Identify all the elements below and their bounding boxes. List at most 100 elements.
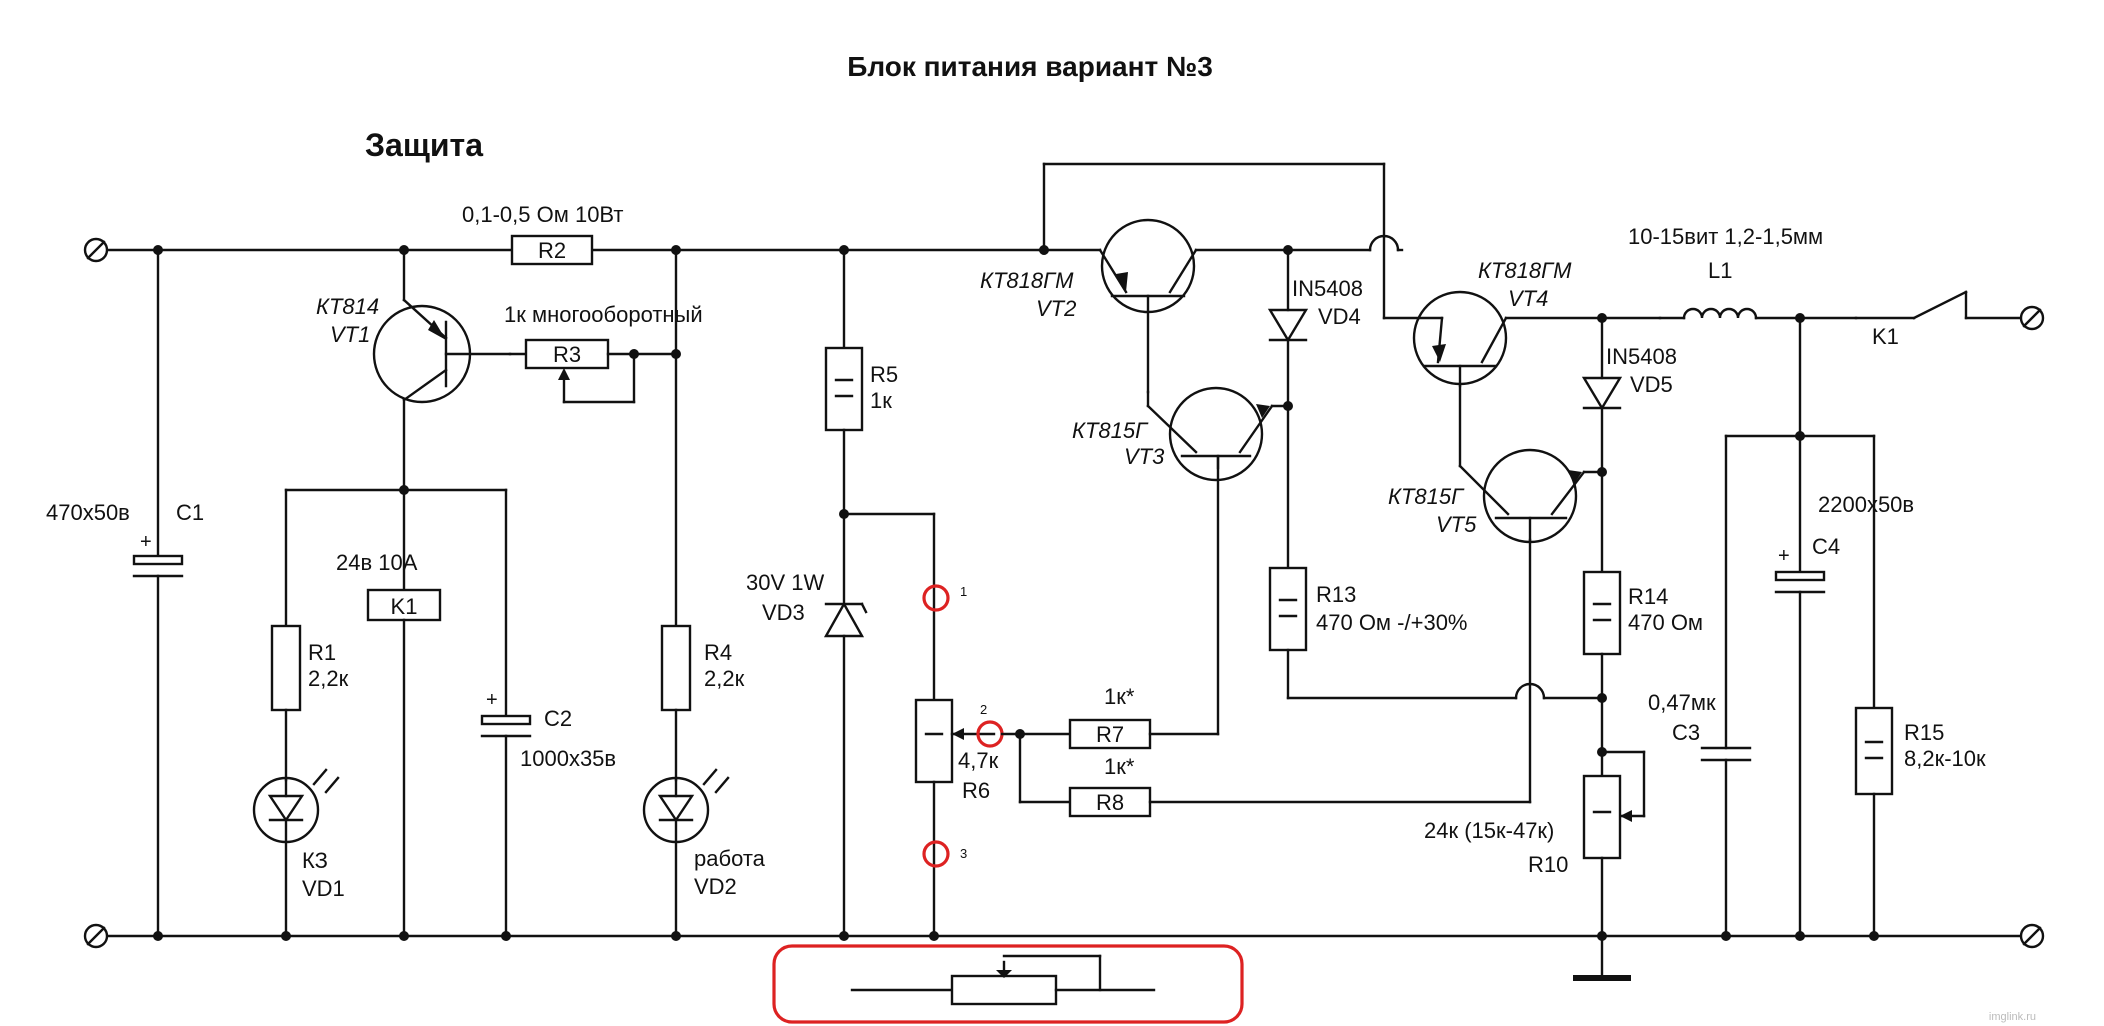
inductor-l1: [1658, 307, 1858, 320]
vt1-type: КТ814: [316, 294, 379, 319]
vd2-name: работа: [694, 846, 766, 871]
vd4-label: VD4: [1318, 304, 1361, 329]
r7-value: 1к*: [1104, 684, 1135, 709]
wire-vt4-drive: [1038, 162, 1444, 320]
wire-crossover-top: [1368, 234, 1400, 252]
r2-label: R2: [538, 238, 566, 263]
svg-text:+: +: [140, 531, 152, 553]
transistor-vt5: [1458, 384, 1604, 544]
r15-value: 8,2к-10к: [1904, 746, 1986, 771]
vd4-type: IN5408: [1292, 276, 1363, 301]
r5-label: R5: [870, 362, 898, 387]
capacitor-c4: +: [1774, 434, 1826, 938]
c2-label: C2: [544, 706, 572, 731]
potentiometer-r6: [914, 698, 996, 938]
c4-value: 2200х50в: [1818, 492, 1914, 517]
r13-label: R13: [1316, 582, 1356, 607]
pin-1-marker: [922, 584, 950, 612]
vt2-type: КТ818ГМ: [980, 268, 1074, 293]
r6-label: R6: [962, 778, 990, 803]
output-filter-wires: [1724, 316, 1876, 438]
vt2-label: VT2: [1036, 296, 1076, 321]
vt4-type: КТ818ГМ: [1478, 258, 1572, 283]
zener-vd3: [823, 512, 936, 938]
r15-label: R15: [1904, 720, 1944, 745]
relay-k1-coil: [284, 488, 508, 938]
vt3-type: КТ815Г: [1072, 418, 1149, 443]
resistor-r1: [270, 488, 302, 782]
r8-label: R8: [1096, 790, 1124, 815]
c1-label: C1: [176, 500, 204, 525]
r10-value: 24к (15к-47к): [1424, 818, 1554, 843]
r7-label: R7: [1096, 722, 1124, 747]
r1-value: 2,2к: [308, 666, 349, 691]
r3-value: 1к многооборотный: [504, 302, 703, 327]
diode-vd5: [1581, 316, 1623, 574]
k1-contact-label: K1: [1872, 324, 1899, 349]
pin-1-label: 1: [960, 584, 967, 599]
vd2-label: VD2: [694, 874, 737, 899]
pin-3-label: 3: [960, 846, 967, 861]
diode-vd4: [1267, 248, 1309, 570]
resistor-r7: [1000, 456, 1220, 750]
r2-value: 0,1-0,5 Ом 10Вт: [462, 202, 623, 227]
svg-text:+: +: [486, 689, 498, 711]
c4-label: C4: [1812, 534, 1840, 559]
section-title: Защита: [365, 127, 483, 163]
l1-label: L1: [1708, 258, 1732, 283]
resistor-r2: [510, 234, 594, 266]
led-vd1: [252, 768, 340, 938]
pin-3-marker: [922, 840, 950, 868]
vd3-value: 30V 1W: [746, 570, 824, 595]
vd1-name: КЗ: [302, 848, 328, 873]
transistor-vt3: [1146, 386, 1290, 482]
resistor-r8: [1018, 538, 1532, 818]
vd3-label: VD3: [762, 600, 805, 625]
potentiometer-r3: [508, 338, 678, 404]
vt1-label: VT1: [330, 322, 370, 347]
r8-value: 1к*: [1104, 754, 1135, 779]
resistor-r14: [1582, 570, 1622, 778]
resistor-r4: [660, 248, 692, 782]
c2-value: 1000х35в: [520, 746, 616, 771]
resistor-r15: [1854, 434, 1894, 938]
vd5-label: VD5: [1630, 372, 1673, 397]
k1-value: 24в 10А: [336, 550, 418, 575]
relay-k1-contact: [1854, 290, 2022, 320]
c3-label: C3: [1672, 720, 1700, 745]
c3-value: 0,47мк: [1648, 690, 1716, 715]
svg-text:+: +: [1778, 545, 1790, 567]
watermark: imglink.ru: [1989, 1011, 2036, 1023]
c1-value: 470х50в: [46, 500, 130, 525]
transistor-vt1: [372, 248, 512, 492]
pin-2-label: 2: [980, 702, 987, 717]
vt5-type: КТ815Г: [1388, 484, 1465, 509]
r14-label: R14: [1628, 584, 1668, 609]
vt5-label: VT5: [1436, 512, 1477, 537]
resistor-r13: [1268, 566, 1604, 700]
vt3-label: VT3: [1124, 444, 1165, 469]
l1-value: 10-15вит 1,2-1,5мм: [1628, 224, 1823, 249]
vt4-label: VT4: [1508, 286, 1548, 311]
capacitor-c2: +: [480, 488, 532, 938]
resistor-r5: [824, 248, 864, 516]
r13-value: 470 Ом -/+30%: [1316, 610, 1468, 635]
r10-label: R10: [1528, 852, 1568, 877]
vd5-type: IN5408: [1606, 344, 1677, 369]
page-title: Блок питания вариант №3: [847, 51, 1213, 82]
r4-value: 2,2к: [704, 666, 745, 691]
trimmer-inset: [772, 944, 1244, 1024]
r1-label: R1: [308, 640, 336, 665]
led-vd2: [642, 768, 730, 938]
r5-value: 1к: [870, 388, 892, 413]
capacitor-c1: +: [132, 248, 184, 938]
r6-value: 4,7к: [958, 748, 999, 773]
r3-label: R3: [553, 342, 581, 367]
k1-label: K1: [391, 594, 418, 619]
capacitor-c3: [1700, 434, 1752, 938]
junction-dots: [153, 245, 1879, 941]
vd1-label: VD1: [302, 876, 345, 901]
potentiometer-r10: [1573, 750, 1646, 981]
r14-value: 470 Ом: [1628, 610, 1703, 635]
